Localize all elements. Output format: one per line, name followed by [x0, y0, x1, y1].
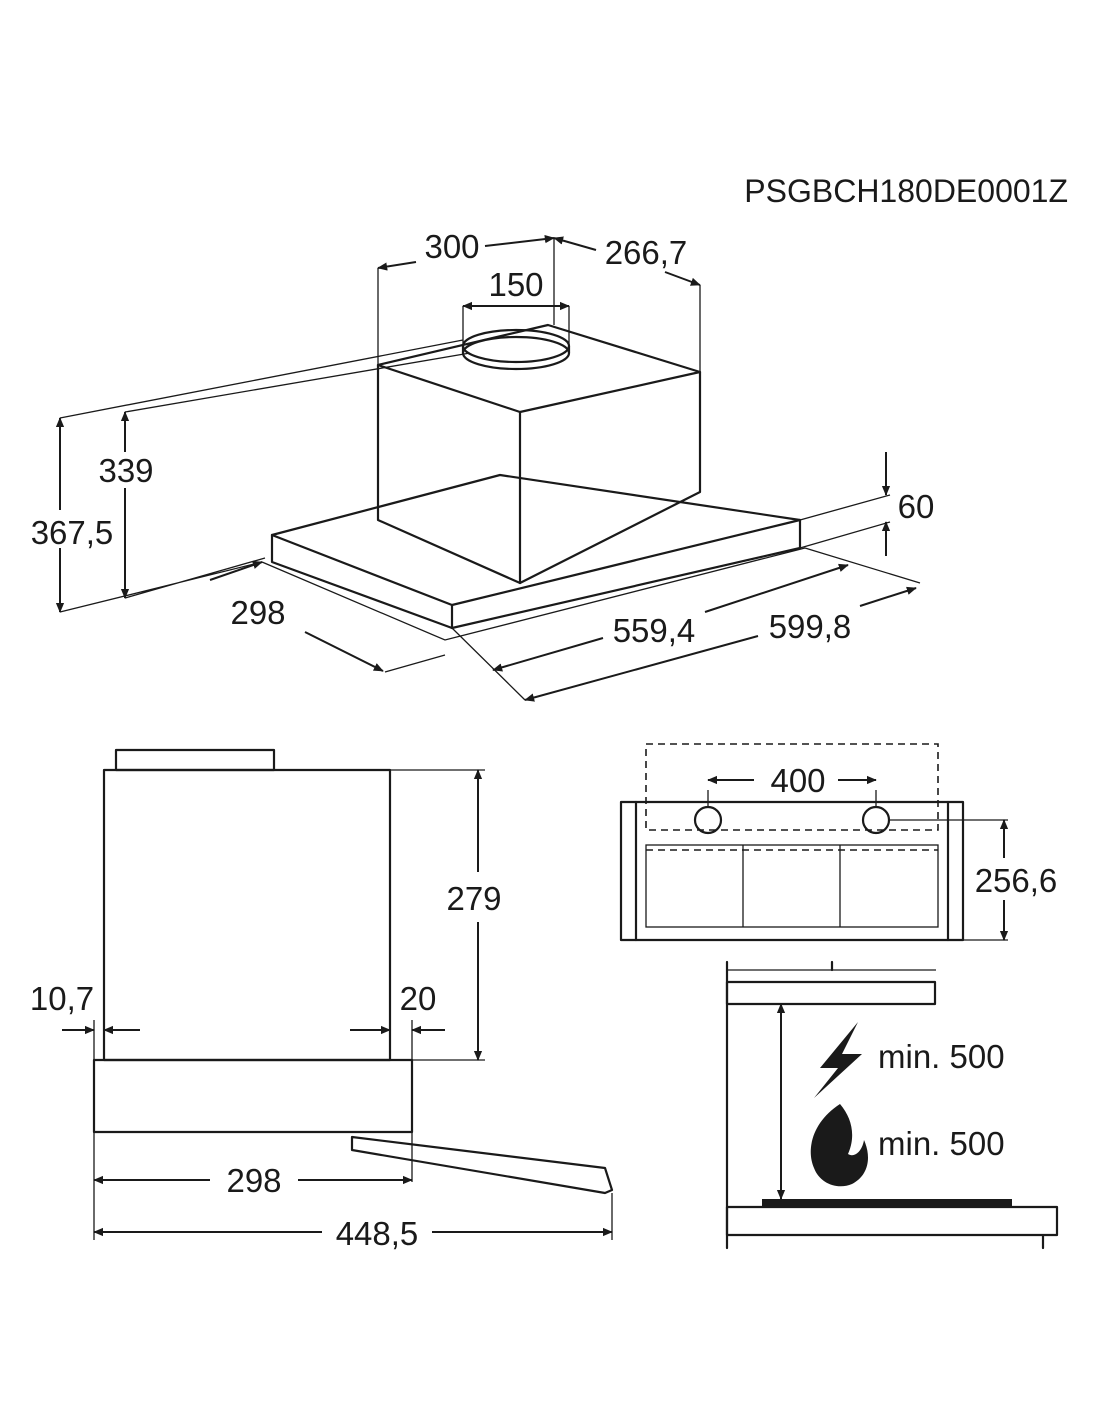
side-view: 279 10,7 20 298 448,5 — [30, 748, 614, 1252]
dim-inner-width: 559,4 — [613, 612, 696, 649]
mounting-hole-left — [693, 805, 723, 835]
outlet-collar — [461, 335, 571, 371]
dim-line-300-right — [484, 234, 555, 247]
front-view: 400 256,6 — [619, 743, 1058, 942]
dim-line-298-a — [209, 561, 263, 581]
front-filter-dividers — [742, 845, 841, 927]
model-code: PSGBCH180DE0001Z — [744, 173, 1068, 209]
dim-line-300-left — [377, 261, 417, 271]
dim-side-depth: 298 — [226, 1162, 281, 1199]
clearance-view: min. 500 min. 500 — [725, 960, 1059, 1250]
dim-chimney-depth: 266,7 — [605, 234, 688, 271]
ext-lines-height — [59, 339, 471, 613]
outlet-top — [461, 328, 571, 364]
front-ext-lines — [707, 790, 1008, 941]
front-filter-frame — [645, 844, 939, 928]
side-ext-lines — [93, 769, 613, 1240]
dim-outer-width: 599,8 — [769, 608, 852, 645]
side-chimney-body — [102, 768, 392, 1062]
side-panel — [92, 1058, 414, 1134]
clearance-gas-label: min. 500 — [878, 1125, 1005, 1162]
front-panel-outline — [619, 800, 965, 942]
clearance-hood — [725, 980, 937, 1006]
dim-front-height: 256,6 — [975, 862, 1058, 899]
panel-outline — [270, 473, 802, 630]
chimney-box — [376, 323, 702, 585]
dim-side-height: 279 — [446, 880, 501, 917]
panel-under-edge — [261, 547, 806, 641]
panel-top-edge — [270, 518, 802, 607]
dim-side-depth-extended: 448,5 — [336, 1215, 419, 1252]
ext-lines-misc — [384, 494, 921, 701]
mounting-hole-right — [861, 805, 891, 835]
dim-hole-spacing: 400 — [770, 762, 825, 799]
isometric-view: 300 266,7 150 367,5 339 60 298 559,4 599… — [31, 228, 935, 702]
dim-line-5998-b — [859, 586, 917, 607]
outlet-sides — [461, 344, 571, 355]
clearance-worktop — [725, 1205, 1059, 1237]
ext-lines-top — [377, 238, 701, 372]
front-side-strips — [634, 800, 950, 942]
side-visor — [350, 1135, 614, 1195]
chimney-top-edge — [376, 363, 702, 414]
dim-height-total: 367,5 — [31, 514, 114, 551]
dim-offset-back: 20 — [400, 980, 437, 1017]
clearance-electric-label: min. 500 — [878, 1038, 1005, 1075]
front-chimney-outline — [645, 743, 939, 831]
dim-chimney-width: 300 — [424, 228, 479, 265]
lightning-icon — [814, 1022, 862, 1098]
clearance-hob — [762, 1199, 1012, 1207]
dim-height-chimney: 339 — [98, 452, 153, 489]
dim-line-298-b — [304, 631, 384, 672]
dim-depth: 298 — [230, 594, 285, 631]
dim-outlet-diameter: 150 — [488, 266, 543, 303]
dim-line-5998-a — [524, 635, 759, 702]
flame-icon — [810, 1104, 868, 1187]
dim-panel-thickness: 60 — [898, 488, 935, 525]
dim-line-5594-a — [492, 637, 604, 672]
dim-line-2667-right — [664, 271, 701, 286]
dim-line-2667-left — [553, 236, 597, 251]
dim-line-5594-b — [704, 563, 849, 613]
side-outlet — [114, 748, 276, 772]
clearance-wall — [725, 960, 1045, 1250]
dim-offset-front: 10,7 — [30, 980, 94, 1017]
